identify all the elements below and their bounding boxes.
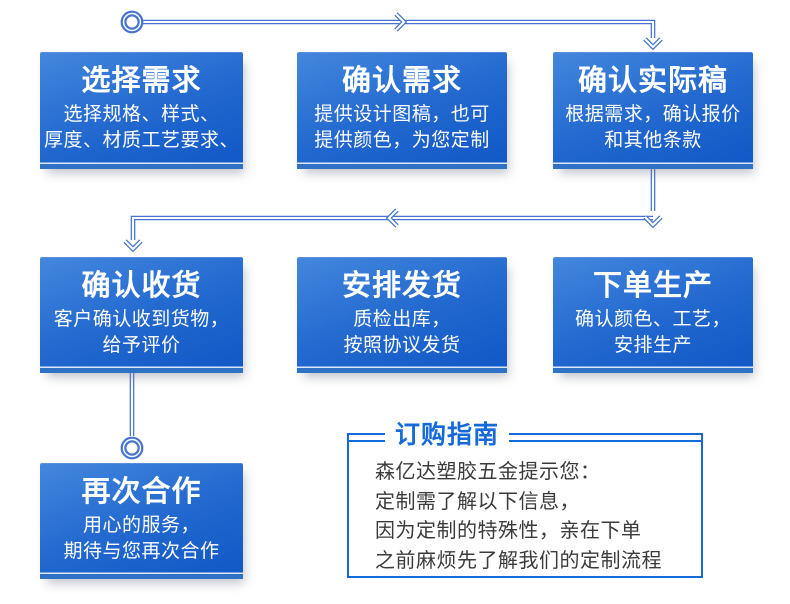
step-description: 用心的服务， 期待与您再次合作: [40, 512, 243, 564]
arrow-down-icon: [643, 37, 663, 51]
step-card-place-order-production: 下单生产 确认颜色、工艺， 安排生产: [553, 257, 753, 373]
step-card-select-requirements: 选择需求 选择规格、样式、 厚度、材质工艺要求、: [40, 52, 243, 169]
step-title: 选择需求: [81, 63, 202, 97]
step-title: 确认收货: [81, 268, 202, 302]
step-title: 安排发货: [341, 268, 462, 302]
step-card-repeat-cooperation: 再次合作 用心的服务， 期待与您再次合作: [40, 463, 243, 579]
guide-text-line: 之前麻烦先了解我们的定制流程: [375, 547, 662, 572]
step-desc-line: 期待与您再次合作: [63, 540, 220, 562]
step-desc-line: 给予评价: [102, 334, 181, 356]
step-description: 提供设计图稿，也可 提供颜色，为您定制: [297, 101, 507, 153]
step-desc-line: 安排生产: [613, 334, 692, 356]
step-card-arrange-shipment: 安排发货 质检出库， 按照协议发货: [297, 257, 507, 373]
guide-text: 森亿达塑胶五金提示您： 定制需了解以下信息， 因为定制的特殊性，亲在下单 之前麻…: [375, 457, 693, 575]
step-desc-line: 确认颜色、工艺，: [574, 308, 731, 330]
step-desc-line: 质检出库，: [353, 308, 451, 330]
step-description: 客户确认收到货物， 给予评价: [40, 306, 243, 358]
step-description: 根据需求，确认报价 和其他条款: [553, 101, 753, 153]
step-desc-line: 选择规格、样式、: [63, 103, 220, 125]
guide-double-line: [349, 439, 701, 442]
step-desc-line: 提供颜色，为您定制: [314, 129, 490, 151]
arrow-down-icon: [123, 239, 143, 253]
step-description: 质检出库， 按照协议发货: [297, 306, 507, 358]
step-card-confirm-draft: 确认实际稿 根据需求，确认报价 和其他条款: [553, 52, 753, 169]
order-guide-panel: 订购指南 森亿达塑胶五金提示您： 定制需了解以下信息， 因为定制的特殊性，亲在下…: [347, 418, 703, 578]
step-title: 下单生产: [592, 268, 713, 302]
guide-text-line: 定制需了解以下信息，: [375, 488, 580, 513]
step-card-confirm-requirements: 确认需求 提供设计图稿，也可 提供颜色，为您定制: [297, 52, 507, 169]
step-description: 确认颜色、工艺， 安排生产: [553, 306, 753, 358]
step-desc-line: 用心的服务，: [82, 514, 200, 536]
step-desc-line: 厚度、材质工艺要求、: [43, 129, 239, 151]
step-title: 确认实际稿: [577, 63, 728, 97]
arrow-down-icon: [643, 215, 663, 229]
step-desc-line: 客户确认收到货物，: [53, 308, 230, 330]
step-description: 选择规格、样式、 厚度、材质工艺要求、: [40, 101, 243, 153]
guide-text-line: 森亿达塑胶五金提示您：: [375, 459, 601, 483]
step-card-confirm-receipt: 确认收货 客户确认收到货物， 给予评价: [40, 257, 243, 373]
step-desc-line: 和其他条款: [604, 129, 702, 151]
guide-title: 订购指南: [385, 418, 510, 452]
step-title: 再次合作: [81, 474, 202, 508]
step-title: 确认需求: [341, 63, 462, 97]
step-desc-line: 根据需求，确认报价: [565, 103, 741, 125]
arrow-left-icon: [385, 208, 399, 228]
guide-text-line: 因为定制的特殊性，亲在下单: [375, 518, 642, 542]
arrow-right-icon: [394, 12, 408, 32]
step-desc-line: 按照协议发货: [343, 334, 461, 356]
step-desc-line: 提供设计图稿，也可: [314, 103, 490, 125]
